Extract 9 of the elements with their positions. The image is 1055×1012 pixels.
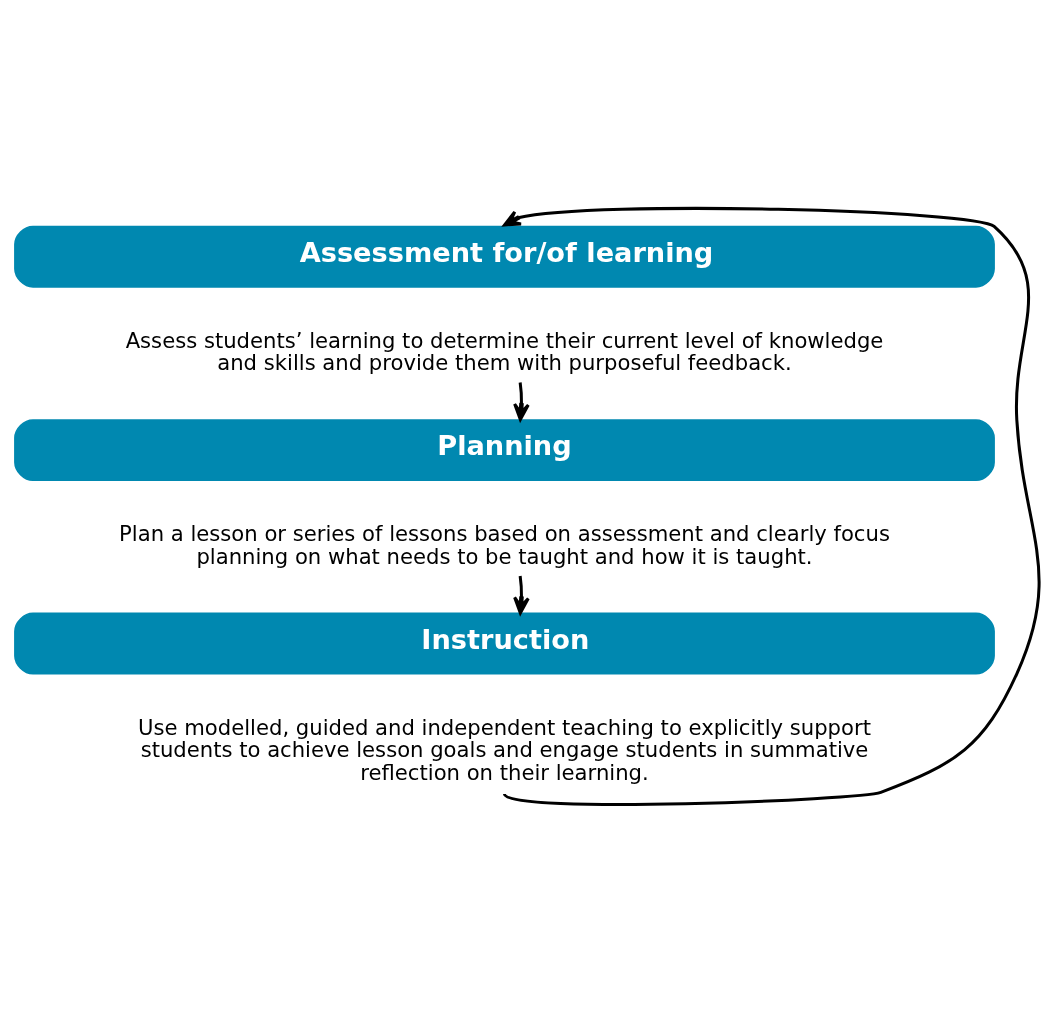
node-text: Assess students’ learning to determine their current level of knowledge and skills and provide them with purposeful feedback. xyxy=(125,327,884,375)
arrow xyxy=(513,575,530,614)
node-box: Planning xyxy=(14,418,995,481)
arrow xyxy=(513,381,530,421)
node-text: Use modelled, guided and independent teaching to explicitly support students to achieve lesson goals and engage students in summative reflection on their learning. xyxy=(138,714,871,785)
node-box: Assessment for/of learning xyxy=(14,225,995,288)
arrow xyxy=(503,206,1041,806)
node-box: Instruction xyxy=(14,612,995,675)
node-text: Plan a lesson or series of lessons based on assessment and clearly focus planning on what needs to be taught and how it is taught. xyxy=(119,520,890,569)
